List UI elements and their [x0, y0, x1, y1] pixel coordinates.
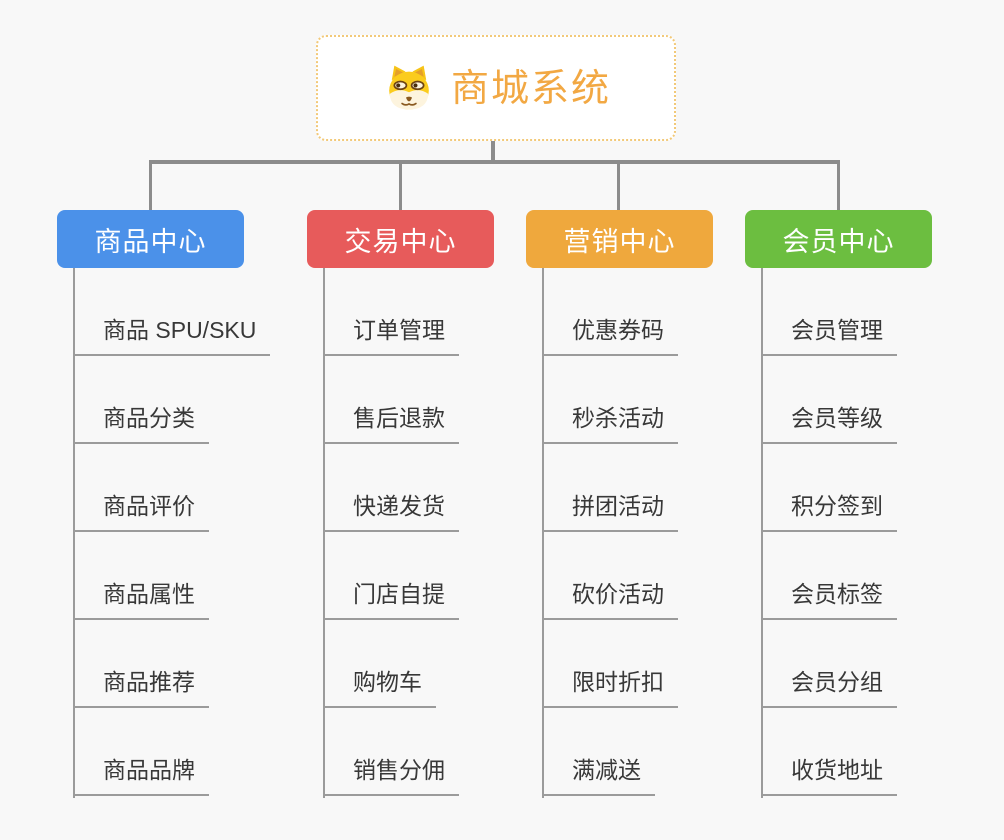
branch-items: 优惠券码 秒杀活动 拼团活动 砍价活动 限时折扣 满减送: [542, 268, 678, 796]
child-node-label: 商品 SPU/SKU: [73, 317, 271, 356]
child-node-label: 售后退款: [323, 405, 459, 444]
connector-drop-line: [617, 162, 620, 210]
child-node-label: 商品评价: [73, 493, 209, 532]
child-node-label: 满减送: [542, 757, 655, 796]
child-node-label: 收货地址: [761, 757, 897, 796]
child-node-label: 秒杀活动: [542, 405, 678, 444]
child-node[interactable]: 会员标签: [761, 532, 897, 620]
branch-connector-line: [761, 268, 763, 798]
child-node[interactable]: 商品属性: [73, 532, 270, 620]
branch-items: 订单管理 售后退款 快递发货 门店自提 购物车 销售分佣: [323, 268, 459, 796]
dog-face-icon: [389, 65, 429, 110]
child-node-label: 商品分类: [73, 405, 209, 444]
child-node-label: 销售分佣: [323, 757, 459, 796]
connector-root-stub: [491, 141, 495, 162]
child-node[interactable]: 购物车: [323, 620, 459, 708]
child-node-label: 会员管理: [761, 317, 897, 356]
child-node-label: 优惠券码: [542, 317, 678, 356]
child-node-label: 积分签到: [761, 493, 897, 532]
child-node[interactable]: 快递发货: [323, 444, 459, 532]
branch-column-3: 营销中心 优惠券码 秒杀活动 拼团活动 砍价活动 限时折扣 满减送: [526, 210, 713, 798]
branch-label: 交易中心: [344, 226, 457, 257]
child-node-label: 快递发货: [323, 493, 459, 532]
connector-bus-line: [149, 160, 840, 164]
child-node[interactable]: 砍价活动: [542, 532, 678, 620]
child-node-label: 会员标签: [761, 581, 897, 620]
child-node-label: 订单管理: [323, 317, 459, 356]
child-node[interactable]: 商品 SPU/SKU: [73, 268, 271, 356]
branch-node[interactable]: 会员中心: [745, 210, 932, 268]
child-node-label: 门店自提: [323, 581, 459, 620]
child-node-label: 拼团活动: [542, 493, 678, 532]
branch-label: 营销中心: [563, 226, 676, 257]
child-node-label: 商品推荐: [73, 669, 209, 708]
child-node[interactable]: 满减送: [542, 708, 678, 796]
root-title: 商城系统: [450, 68, 611, 110]
child-node[interactable]: 会员等级: [761, 356, 897, 444]
child-node[interactable]: 销售分佣: [323, 708, 459, 796]
connector-drop-line: [149, 162, 152, 210]
child-node-label: 商品品牌: [73, 757, 209, 796]
branch-column-2: 交易中心 订单管理 售后退款 快递发货 门店自提 购物车 销售分佣: [307, 210, 494, 798]
branch-items: 商品 SPU/SKU 商品分类 商品评价 商品属性 商品推荐 商品品牌: [73, 268, 271, 796]
child-node-label: 商品属性: [73, 581, 209, 620]
child-node[interactable]: 商品评价: [73, 444, 270, 532]
branch-label: 会员中心: [782, 226, 895, 257]
branch-node[interactable]: 商品中心: [57, 210, 244, 268]
child-node[interactable]: 商品品牌: [73, 708, 270, 796]
branch-connector-line: [323, 268, 325, 798]
child-node[interactable]: 会员分组: [761, 620, 897, 708]
branch-column-1: 商品中心 商品 SPU/SKU 商品分类 商品评价 商品属性 商品推荐 商品品牌: [57, 210, 271, 798]
branch-connector-line: [73, 268, 75, 798]
child-node[interactable]: 商品推荐: [73, 620, 270, 708]
child-node[interactable]: 秒杀活动: [542, 356, 678, 444]
branch-column-4: 会员中心 会员管理 会员等级 积分签到 会员标签 会员分组 收货地址: [745, 210, 932, 798]
child-node-label: 会员等级: [761, 405, 897, 444]
child-node[interactable]: 订单管理: [323, 268, 459, 356]
connector-drop-line: [399, 162, 402, 210]
child-node[interactable]: 拼团活动: [542, 444, 678, 532]
child-node-label: 砍价活动: [542, 581, 678, 620]
child-node[interactable]: 限时折扣: [542, 620, 678, 708]
connector-drop-line: [837, 162, 840, 210]
child-node[interactable]: 门店自提: [323, 532, 459, 620]
branch-node[interactable]: 营销中心: [526, 210, 713, 268]
child-node[interactable]: 会员管理: [761, 268, 897, 356]
branch-connector-line: [542, 268, 544, 798]
child-node-label: 购物车: [323, 669, 436, 708]
child-node[interactable]: 积分签到: [761, 444, 897, 532]
child-node[interactable]: 售后退款: [323, 356, 459, 444]
branch-node[interactable]: 交易中心: [307, 210, 494, 268]
branch-items: 会员管理 会员等级 积分签到 会员标签 会员分组 收货地址: [761, 268, 897, 796]
child-node-label: 限时折扣: [542, 669, 678, 708]
branch-label: 商品中心: [94, 226, 207, 257]
child-node[interactable]: 收货地址: [761, 708, 897, 796]
root-node[interactable]: 商城系统: [316, 35, 676, 141]
child-node-label: 会员分组: [761, 669, 897, 708]
child-node[interactable]: 优惠券码: [542, 268, 678, 356]
child-node[interactable]: 商品分类: [73, 356, 270, 444]
